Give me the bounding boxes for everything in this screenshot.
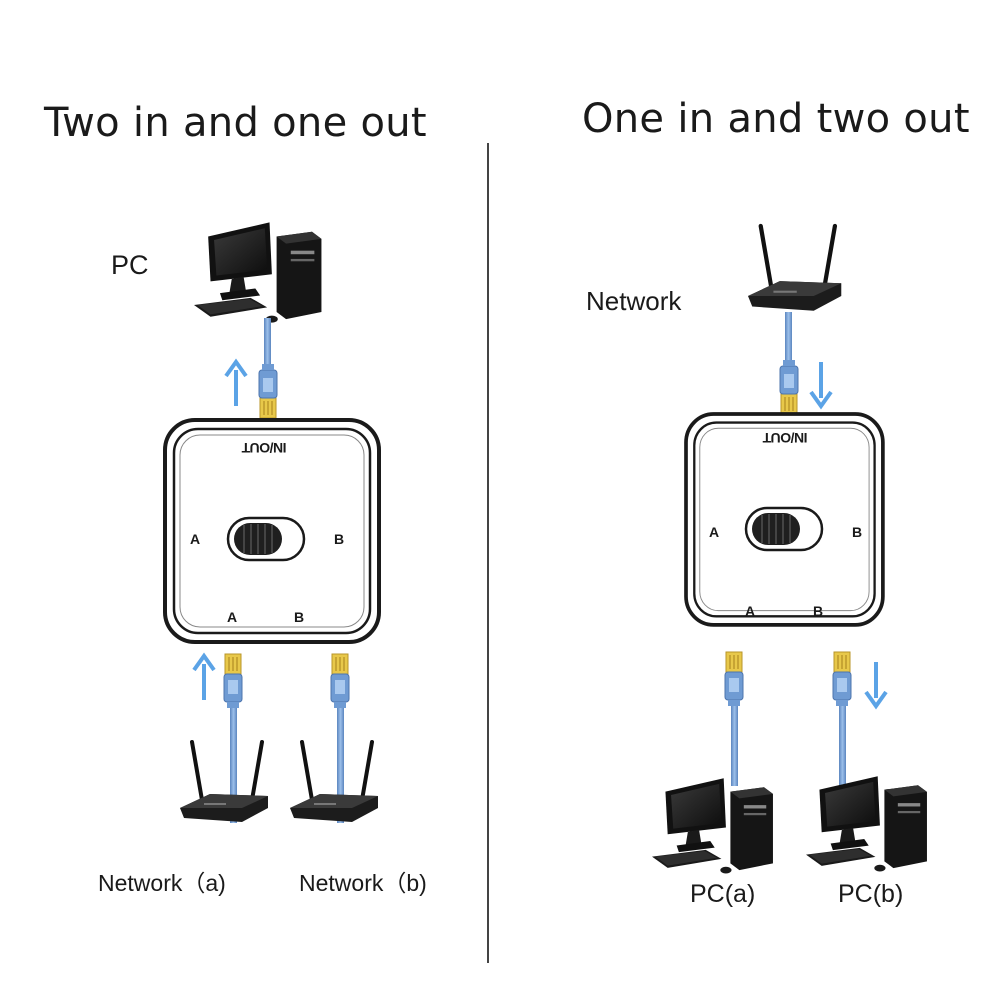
- left-up-arrow-bottom: [192, 654, 216, 702]
- left-top-connector: [258, 363, 278, 419]
- right-down-arrow-bottom: [864, 660, 888, 708]
- right-cable-a: [731, 704, 738, 786]
- right-connector-b: [832, 651, 852, 707]
- left-up-arrow-top: [224, 360, 248, 408]
- right-switch-toggle: [744, 506, 824, 552]
- right-network-label: Network: [586, 286, 682, 316]
- center-divider: [487, 143, 489, 963]
- right-switch-port-b: B: [852, 524, 863, 540]
- right-down-arrow-top: [809, 360, 833, 408]
- right-router: [748, 226, 841, 311]
- left-router-a: [178, 740, 270, 824]
- right-switch-bottom-b: B: [813, 603, 824, 619]
- left-pc-icon: [194, 222, 322, 323]
- right-switch-port-a: A: [709, 524, 720, 540]
- right-switch-top-label: IN/OUT: [763, 430, 808, 446]
- left-network-b-label: Network（b): [299, 870, 427, 896]
- left-top-cable: [264, 318, 271, 366]
- left-cable-a: [230, 705, 237, 823]
- right-top-cable: [785, 312, 792, 360]
- left-switch-toggle: [226, 516, 306, 562]
- right-pc-b-icon: [806, 776, 927, 872]
- right-cable-b: [839, 704, 846, 786]
- right-pc-a-label: PC(a): [690, 880, 756, 908]
- left-network-a-label: Network（a): [98, 870, 226, 896]
- right-connector-a: [724, 651, 744, 707]
- left-switch-bottom-b: B: [294, 609, 305, 625]
- left-switch-bottom-a: A: [227, 609, 238, 625]
- left-title: Two in and one out: [44, 100, 427, 146]
- left-connector-b: [330, 653, 350, 709]
- left-pc-label: PC: [111, 250, 149, 280]
- left-switch-port-a: A: [190, 531, 201, 547]
- right-title: One in and two out: [582, 96, 970, 142]
- right-switch-bottom-a: A: [745, 603, 756, 619]
- right-pc-b-label: PC(b): [838, 880, 904, 908]
- left-switch-port-b: B: [334, 531, 345, 547]
- left-switch-top-label: IN/OUT: [242, 440, 287, 456]
- right-pc-a-icon: [652, 778, 773, 874]
- left-cable-b: [337, 705, 344, 823]
- right-top-connector: [779, 359, 799, 415]
- left-connector-a: [223, 653, 243, 709]
- left-router-b: [288, 740, 380, 824]
